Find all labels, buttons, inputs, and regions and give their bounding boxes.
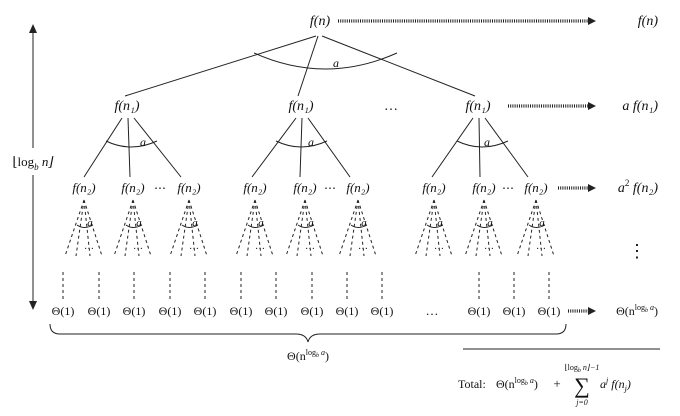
root-node: f(n) (310, 14, 331, 29)
svg-text:a: a (258, 217, 264, 229)
leaf-13: Θ(1) (538, 304, 561, 318)
leader-arrowheads (588, 17, 596, 315)
level2-node-3: f(n₂) (177, 180, 200, 195)
level1-group3-branches (431, 117, 529, 178)
fan-6: a … (338, 199, 377, 257)
level1-node-1: f(n₁) (114, 99, 139, 114)
svg-text:a: a (136, 217, 142, 229)
subtree-fans: a … a … a … a … a … (64, 199, 555, 257)
fan-5: a … (285, 199, 324, 257)
vdots-icon: ⋮ (628, 241, 646, 261)
level1-node-3: f(n₁) (465, 99, 490, 114)
level1-group3-label: a (484, 135, 490, 149)
sum-lower-limit: j=0 (575, 398, 588, 407)
fan-1: a … (64, 199, 103, 257)
leaf-4: Θ(1) (159, 304, 182, 318)
leaf-6: Θ(1) (230, 304, 253, 318)
level2-node-6: f(n₂) (346, 180, 369, 195)
leaves-brace-label: Θ(nlogb a) (287, 348, 329, 363)
row0-cost: f(n) (638, 14, 659, 29)
svg-text:…: … (484, 241, 494, 252)
leaf-5: Θ(1) (194, 304, 217, 318)
leaf-drop-lines (62, 272, 550, 300)
fan-2: a … (113, 199, 152, 257)
leaf-9: Θ(1) (336, 304, 359, 318)
level2-ellipsis-2: ⋯ (324, 181, 336, 195)
sum-upper-limit: ⌊logb n⌋−1 (565, 363, 600, 374)
level1-group1-label: a (140, 135, 146, 149)
fan-8: a … (464, 199, 503, 257)
svg-text:a: a (361, 217, 367, 229)
root-branch-middle (297, 35, 319, 97)
leaf-12: Θ(1) (503, 304, 526, 318)
svg-text:a: a (87, 217, 93, 229)
level2-node-4: f(n₂) (243, 180, 266, 195)
row2-cost: a2 f(n₂) (618, 178, 658, 196)
leaf-8: Θ(1) (301, 304, 324, 318)
svg-text:…: … (358, 241, 368, 252)
svg-text:…: … (189, 241, 199, 252)
leaf-level-cost: Θ(nlogb a) (616, 303, 658, 318)
level2-node-2: f(n₂) (121, 180, 144, 195)
level1-group3-arc (456, 140, 509, 148)
height-arrow-down-icon (29, 301, 37, 310)
svg-text:…: … (133, 241, 143, 252)
leaf-10: Θ(1) (371, 304, 394, 318)
level1-group1-branches (83, 117, 182, 178)
level2-node-7: f(n₂) (422, 180, 445, 195)
svg-text:a: a (539, 217, 545, 229)
height-label: ⌊logb n⌋ (12, 154, 54, 172)
svg-text:a: a (487, 217, 493, 229)
root-branch-label: a (333, 56, 339, 70)
svg-text:…: … (84, 241, 94, 252)
leaf-2: Θ(1) (88, 304, 111, 318)
level2-node-8: f(n₂) (472, 180, 495, 195)
fan-7: a … (414, 199, 453, 257)
fan-4: a … (235, 199, 274, 257)
svg-text:…: … (305, 241, 315, 252)
svg-text:a: a (192, 217, 198, 229)
level2-ellipsis-1: ⋯ (154, 181, 166, 195)
fan-9: a … (516, 199, 555, 257)
sigma-icon: ∑ (574, 373, 590, 398)
root-branch-left (124, 35, 317, 97)
level1-group2-arc (275, 140, 328, 148)
level2-node-9: f(n₂) (524, 180, 547, 195)
height-arrow-up-icon (29, 24, 37, 33)
total-plus: + (553, 376, 560, 391)
leaf-1: Θ(1) (52, 304, 75, 318)
total-formula: Total: Θ(nlogb a) + ∑ ⌊logb n⌋−1 j=0 aj … (458, 363, 631, 407)
total-label: Total: (458, 377, 486, 391)
leaf-3: Θ(1) (123, 304, 146, 318)
leaf-7: Θ(1) (265, 304, 288, 318)
row1-cost: a f(n₁) (622, 99, 658, 114)
root-branch-right (321, 35, 476, 97)
level1-group2-label: a (308, 135, 314, 149)
root-branch-arc (253, 52, 398, 70)
level2-node-1: f(n₂) (72, 180, 95, 195)
fan-3: a … (169, 199, 208, 257)
svg-text:…: … (255, 241, 265, 252)
svg-text:a: a (308, 217, 314, 229)
level1-node-2: f(n₁) (288, 99, 313, 114)
svg-text:a: a (437, 217, 443, 229)
level2-node-5: f(n₂) (293, 180, 316, 195)
level1-ellipsis: … (384, 99, 398, 114)
sum-summand: aj f(nj) (600, 376, 631, 393)
leaf-ellipsis: … (426, 303, 439, 318)
leaves-brace (49, 323, 567, 343)
level1-group1-arc (105, 140, 158, 148)
total-term-leaves: Θ(nlogb a) (496, 376, 538, 391)
svg-text:…: … (536, 241, 546, 252)
leaf-11: Θ(1) (468, 304, 491, 318)
level2-ellipsis-3: ⋯ (502, 181, 514, 195)
svg-text:…: … (434, 241, 444, 252)
